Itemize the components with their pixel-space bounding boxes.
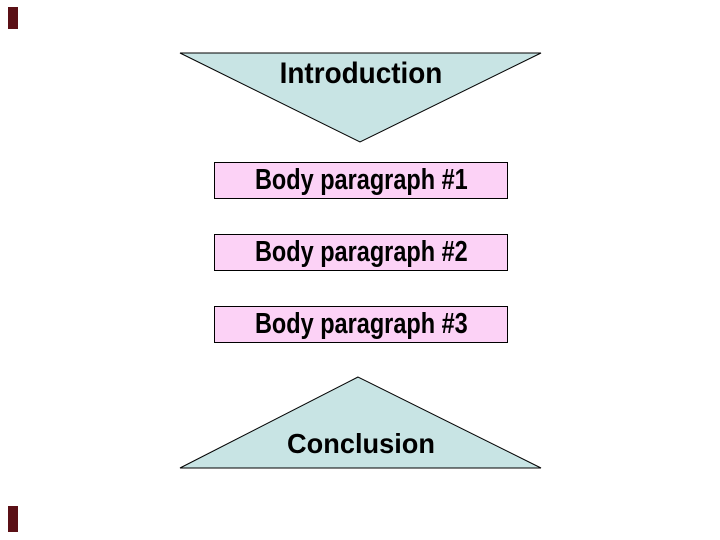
- body-paragraph-3-box: Body paragraph #3: [214, 306, 508, 343]
- body-paragraph-1-box: Body paragraph #1: [214, 162, 508, 199]
- introduction-label: Introduction: [279, 57, 443, 90]
- body-paragraph-2-label: Body paragraph #2: [254, 236, 468, 268]
- introduction-triangle-shape: [179, 52, 542, 143]
- body-paragraph-3-label: Body paragraph #3: [254, 308, 468, 340]
- body-paragraph-2-box: Body paragraph #2: [214, 234, 508, 271]
- introduction-triangle: [179, 52, 542, 143]
- conclusion-label: Conclusion: [287, 428, 435, 459]
- body-paragraph-1-label: Body paragraph #1: [254, 164, 468, 196]
- conclusion-triangle: [179, 376, 542, 469]
- left-accent-mark-top: [8, 7, 18, 29]
- left-accent-mark-bottom: [8, 506, 18, 532]
- conclusion-triangle-shape: [179, 376, 542, 469]
